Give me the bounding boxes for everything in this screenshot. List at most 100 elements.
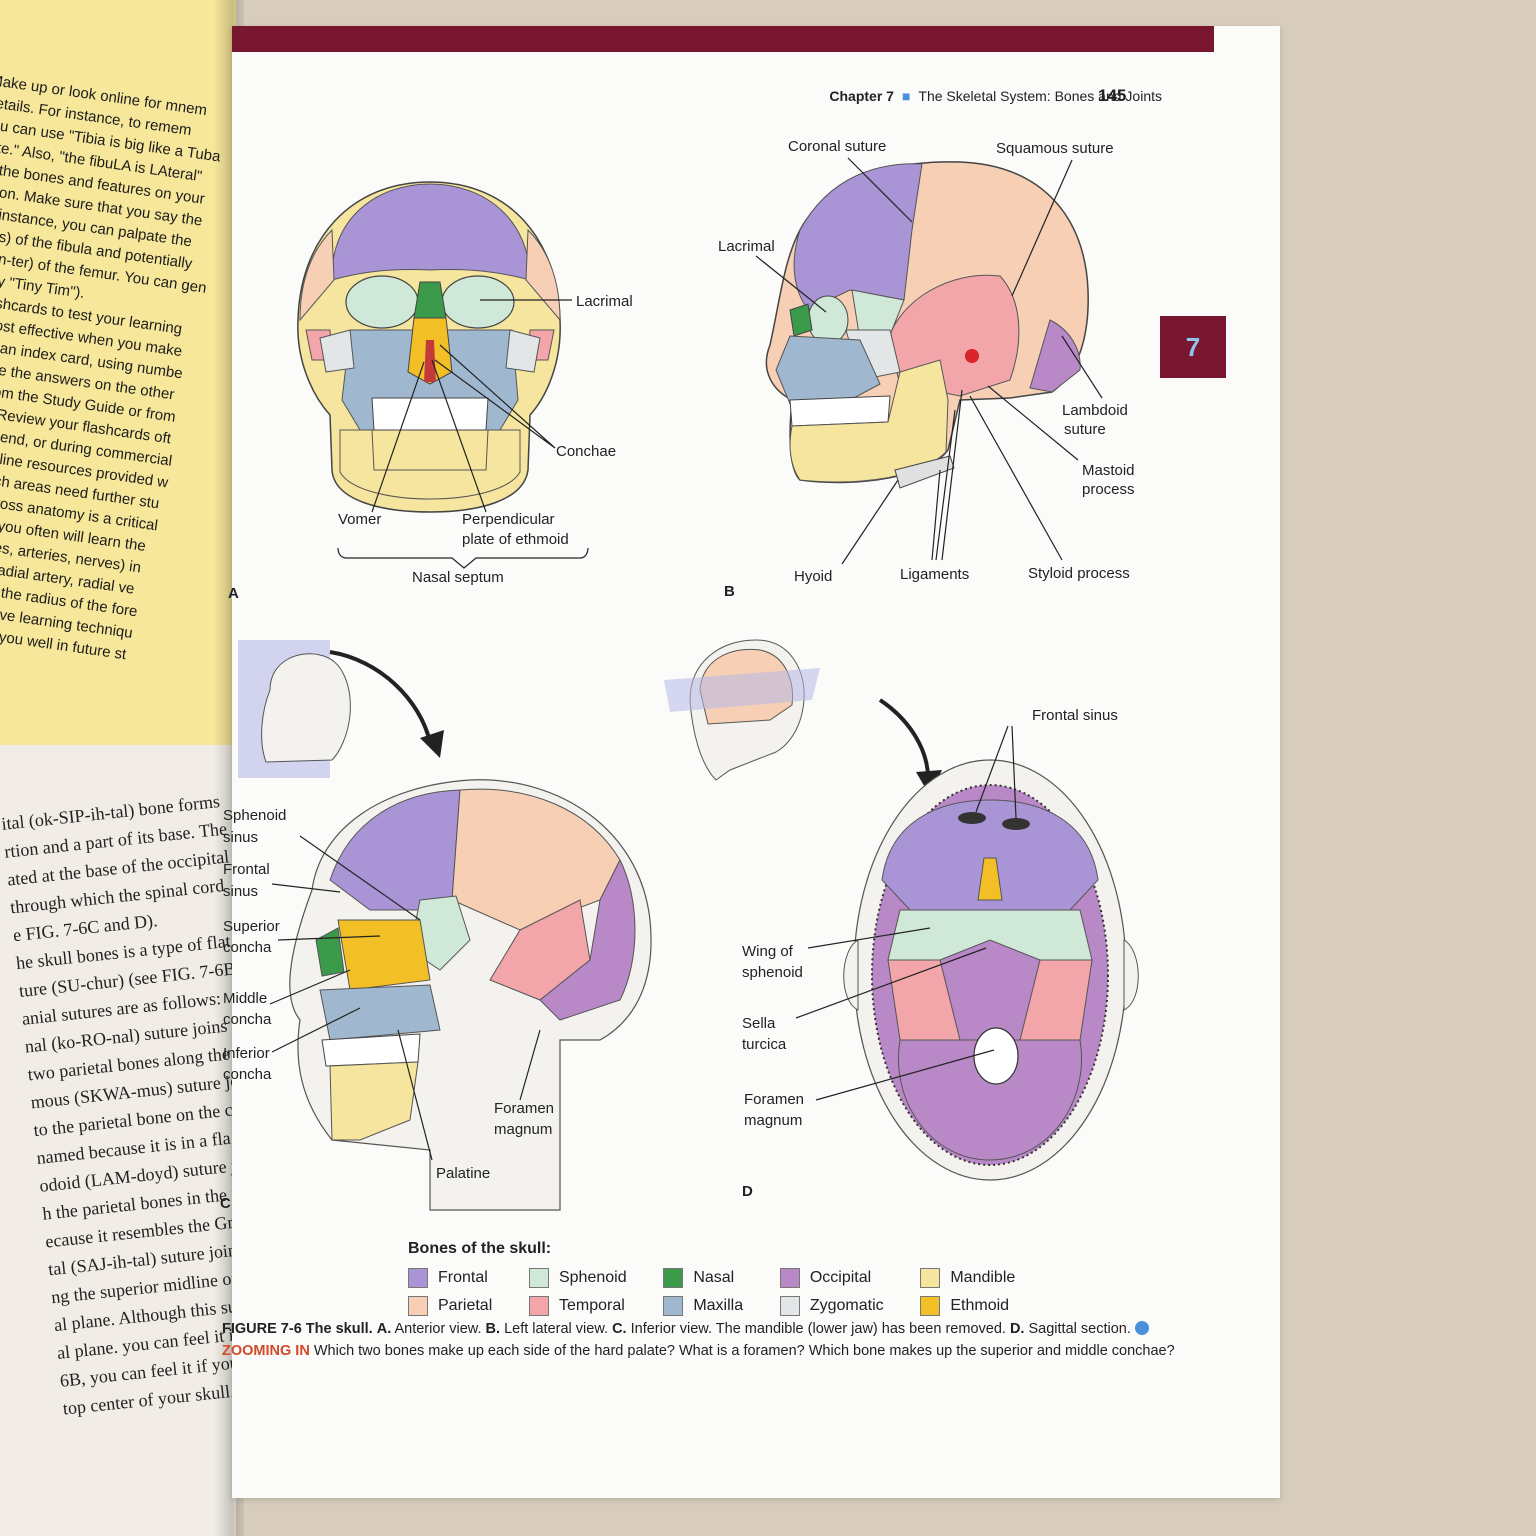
magnifier-icon — [1134, 1321, 1149, 1335]
running-head: Chapter 7■The Skeletal System: Bones and… — [829, 88, 1162, 104]
leader-b-ligaments — [931, 389, 963, 561]
leader-a-conchae — [434, 344, 556, 449]
label-d-frontal-sinus: Frontal sinus — [1032, 707, 1118, 724]
leader-c-foramen — [519, 1029, 541, 1101]
label-a-septum: Nasal septum — [412, 569, 504, 586]
label-b-mastoid-1: Mastoid — [1082, 462, 1135, 479]
swatch-frontal — [408, 1268, 428, 1288]
leader-a-vomer — [371, 361, 425, 513]
nasal-septum-brace — [337, 547, 589, 569]
foramen-magnum-d — [973, 1027, 1019, 1085]
legend-label-parietal: Parietal — [438, 1297, 493, 1314]
orientation-arrow-c — [329, 650, 432, 743]
legend-label-nasal: Nasal — [693, 1269, 735, 1286]
panel-letter-b: B — [724, 583, 735, 600]
leader-c-sphenoid — [299, 835, 421, 921]
frontal-bone-b — [793, 163, 923, 311]
swatch-occipital — [779, 1268, 800, 1288]
orbit-right — [441, 275, 515, 329]
leader-b-coronal — [847, 157, 913, 223]
caption-b-text: Left lateral view. — [504, 1321, 609, 1337]
orientation-plane-d — [664, 668, 820, 712]
label-b-styloid: Styloid process — [1028, 565, 1130, 582]
legend-label-zygomatic: Zygomatic — [809, 1297, 884, 1314]
teeth-c — [321, 1033, 421, 1067]
leader-b-squamous — [1011, 159, 1073, 297]
swatch-mandible — [920, 1268, 941, 1288]
ethmoid-bone-d — [977, 857, 1003, 901]
legend-item-frontal: Frontal — [408, 1264, 505, 1292]
chapter-number: Chapter 7 — [829, 88, 894, 104]
chapter-color-bar — [232, 26, 1214, 52]
legend-title: Bones of the skull: — [408, 1240, 552, 1257]
label-c-superior-1: Superior — [223, 918, 280, 935]
parietal-bone-a — [299, 228, 561, 322]
leader-a-perpendicular — [431, 359, 487, 513]
label-c-frontal-1: Frontal — [223, 861, 270, 878]
label-c-palatine: Palatine — [436, 1165, 490, 1182]
label-d-wing-1: Wing of — [742, 943, 794, 960]
label-b-lambdoid-2: suture — [1064, 421, 1106, 438]
label-a-perpendicular-1: Perpendicular — [462, 511, 555, 528]
swatch-ethmoid — [920, 1296, 941, 1316]
lacrimal-b — [789, 303, 813, 337]
chapter-thumb-tab: 7 — [1160, 316, 1226, 378]
label-a-vomer: Vomer — [338, 511, 381, 528]
label-b-squamous: Squamous suture — [996, 140, 1114, 157]
orientation-arrow-d — [878, 698, 930, 779]
teeth-b — [789, 395, 891, 427]
leader-c-inferior — [271, 1007, 361, 1053]
figure-a-anterior-skull — [297, 181, 561, 513]
ear-canal-b — [965, 349, 979, 363]
legend-label-frontal: Frontal — [438, 1269, 488, 1286]
label-a-lacrimal: Lacrimal — [576, 293, 633, 310]
legend-grid: Frontal Parietal Sphenoid Temporal Nasal… — [408, 1264, 1028, 1320]
leader-c-frontal — [271, 883, 341, 893]
figure-c-sagittal-skull — [238, 640, 652, 1211]
figure-caption: FIGURE 7-6 The skull. A. Anterior view. … — [222, 1318, 1192, 1362]
legend-label-sphenoid: Sphenoid — [558, 1269, 627, 1286]
label-b-lacrimal: Lacrimal — [718, 238, 775, 255]
label-b-coronal: Coronal suture — [788, 138, 886, 155]
caption-a-text: Anterior view. — [394, 1321, 482, 1337]
caption-figure-label: FIGURE 7-6 — [222, 1321, 302, 1337]
label-a-conchae: Conchae — [556, 443, 616, 460]
square-bullet-icon: ■ — [901, 88, 911, 104]
label-a-perpendicular-2: plate of ethmoid — [462, 531, 569, 548]
legend-label-maxilla: Maxilla — [693, 1297, 744, 1314]
frontal-sinus-d-1 — [958, 812, 986, 824]
label-c-middle-2: concha — [223, 1011, 272, 1028]
arrowhead-c — [420, 730, 444, 758]
legend-item-nasal: Nasal — [663, 1264, 756, 1292]
caption-figure-title: The skull. — [305, 1321, 373, 1337]
frontal-bone-c — [329, 789, 461, 911]
caption-a-letter: A. — [376, 1321, 392, 1337]
legend-label-occipital: Occipital — [809, 1269, 872, 1286]
frontal-bone-a — [331, 183, 531, 281]
orbit-b — [807, 295, 849, 345]
label-c-foramen-2: magnum — [494, 1121, 552, 1138]
hyoid-b — [894, 455, 955, 489]
legend-item-ethmoid: Ethmoid — [920, 1292, 1028, 1320]
bones-legend: Bones of the skull: Frontal Parietal Sph… — [408, 1240, 1028, 1320]
legend-item-zygomatic: Zygomatic — [779, 1292, 897, 1320]
label-c-middle-1: Middle — [223, 990, 267, 1007]
frontal-sinus-d-2 — [1002, 818, 1030, 830]
leader-d-sella — [795, 947, 987, 1019]
label-c-frontal-2: sinus — [223, 883, 258, 900]
label-d-sella-1: Sella — [742, 1015, 776, 1032]
panel-letter-d: D — [742, 1183, 753, 1200]
panel-letter-a: A — [228, 585, 239, 602]
label-d-wing-2: sphenoid — [742, 964, 803, 981]
label-b-lambdoid-1: Lambdoid — [1062, 402, 1128, 419]
swatch-maxilla — [663, 1296, 684, 1316]
leader-b-styloid — [969, 395, 1063, 561]
leader-d-foramen — [815, 1049, 995, 1101]
legend-label-mandible: Mandible — [950, 1269, 1016, 1286]
teeth-a — [371, 397, 489, 431]
legend-item-maxilla: Maxilla — [663, 1292, 756, 1320]
label-d-foramen-2: magnum — [744, 1112, 802, 1129]
caption-c-letter: C. — [612, 1321, 627, 1337]
ear-left-d — [843, 939, 859, 1011]
